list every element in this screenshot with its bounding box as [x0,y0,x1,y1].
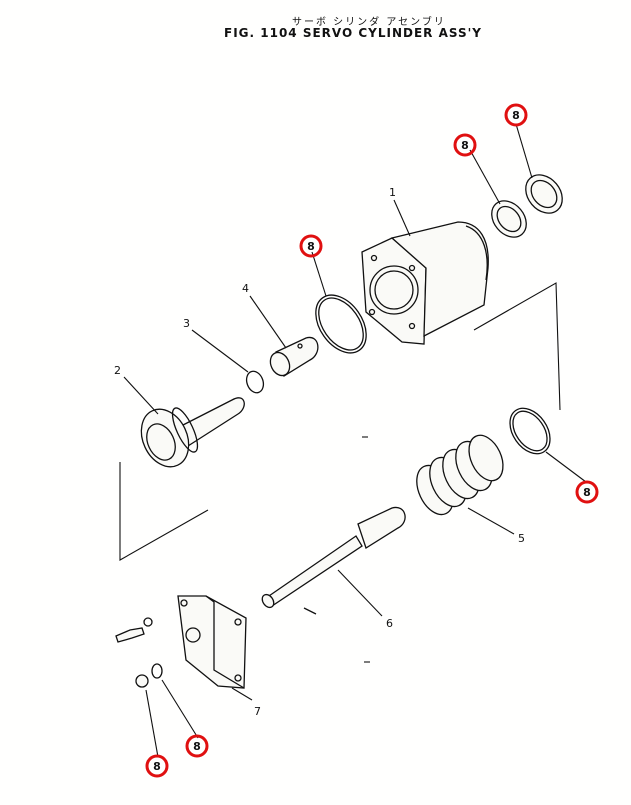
part-2-end-cap [140,397,245,468]
seal-marker-label: 8 [307,240,315,253]
part-1-cylinder-body [361,221,489,345]
callout-2: 2 [114,364,121,377]
figure-title: FIG. 1104 SERVO CYLINDER ASS'Y [224,26,482,40]
seal-marker-label: 8 [583,486,591,499]
callout-7: 7 [254,705,261,718]
part-7-valve-body [115,595,247,689]
seal-marker-right: 8 [575,480,599,504]
o-ring-right [509,407,551,455]
part-5-bellows-boot [416,434,504,516]
part-4-valve-spool [269,336,319,377]
o-ring-upper [315,294,367,354]
figure-title-japanese: サーボ シリンダ アセンブリ [292,17,446,28]
part-6-piston-rod [261,506,406,615]
callout-5: 5 [518,532,525,545]
seal-marker-label: 8 [193,740,201,753]
seal-marker-label: 8 [461,139,469,152]
assembly-bracket-lines [119,282,561,663]
seal-marker-label: 8 [153,760,161,773]
seal-marker-top-right: 8 [504,103,528,127]
callout-4: 4 [242,282,249,295]
seal-marker-label: 8 [512,109,520,122]
callout-6: 6 [386,617,393,630]
part-3-snap-ring [245,370,265,394]
seal-marker-upper-left: 8 [299,234,323,258]
leader-lines [123,123,587,758]
seal-marker-top-middle: 8 [453,133,477,157]
callout-3: 3 [183,317,190,330]
seal-marker-bottom-right: 8 [185,734,209,758]
seal-ring-pair [491,174,563,238]
callout-1: 1 [389,186,396,199]
seal-marker-bottom-left: 8 [145,754,169,778]
